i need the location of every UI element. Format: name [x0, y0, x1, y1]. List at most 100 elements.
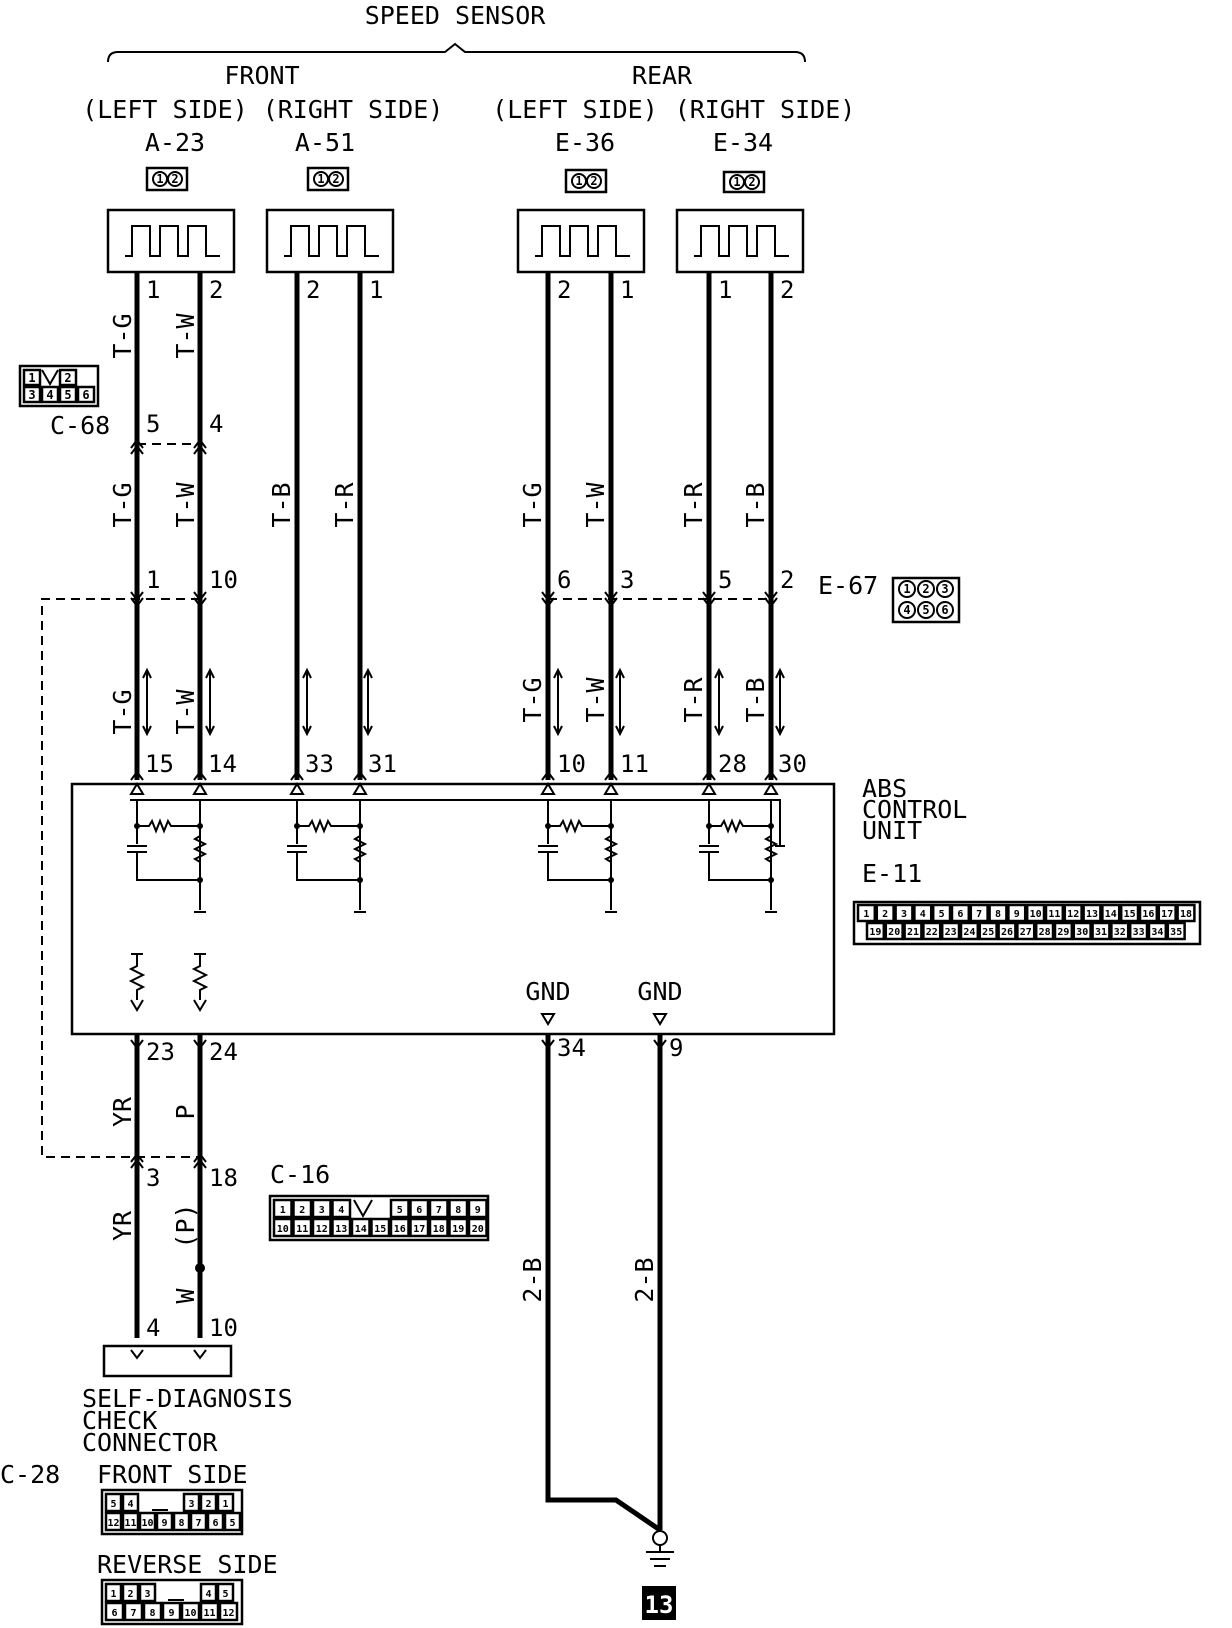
connector-c68-pinout: 1 2 3 4 5 6 [18, 364, 100, 408]
c16-pin3: 3 [146, 1164, 160, 1192]
header-brace [107, 42, 806, 63]
check-pin4: 4 [146, 1314, 160, 1342]
front-junction-pin10: 10 [209, 566, 238, 594]
svg-text:11: 11 [1048, 909, 1060, 920]
svg-text:6: 6 [82, 388, 89, 402]
sensor-a23-side: (LEFT SIDE) [82, 95, 248, 124]
abs-bottom-terminals [130, 1039, 667, 1050]
mid-front-tg: T-G [108, 482, 137, 527]
sensor-e36-side: (LEFT SIDE) [492, 95, 658, 124]
svg-text:9: 9 [1014, 909, 1020, 920]
svg-text:17: 17 [413, 1224, 425, 1235]
a23-pin2: 2 [209, 276, 223, 304]
low-wire-4: T-W [581, 676, 610, 722]
svg-text:29: 29 [1057, 927, 1069, 938]
svg-text:9: 9 [161, 1518, 167, 1529]
connector-c68-id: C-68 [50, 411, 110, 440]
abs-name-line3: UNIT [862, 816, 922, 845]
e67-pin3: 3 [620, 566, 634, 594]
svg-text:1: 1 [317, 172, 324, 186]
low-wire-6: T-B [741, 677, 770, 722]
e67-pin5: 5 [718, 566, 732, 594]
gnd-label-2: GND [637, 977, 682, 1006]
sensor-a51-box [265, 208, 395, 274]
c68-pin4: 4 [209, 410, 223, 438]
svg-text:5: 5 [922, 603, 929, 617]
svg-text:3: 3 [144, 1589, 150, 1600]
mid-rear-tb: T-B [741, 482, 770, 527]
svg-text:1: 1 [863, 909, 869, 920]
svg-text:14: 14 [355, 1224, 367, 1235]
svg-text:16: 16 [394, 1224, 406, 1235]
mid-rear-tg: T-G [518, 482, 547, 527]
abs-pin11: 11 [620, 750, 649, 778]
svg-text:5: 5 [939, 909, 945, 920]
svg-text:3: 3 [901, 909, 907, 920]
mid-front-tr: T-R [330, 481, 359, 527]
a51-pin2: 2 [306, 276, 320, 304]
svg-text:28: 28 [1039, 927, 1051, 938]
svg-text:6: 6 [941, 603, 948, 617]
svg-text:11: 11 [124, 1518, 136, 1529]
svg-text:2: 2 [205, 1499, 211, 1510]
sensor-a51-id: A-51 [295, 128, 355, 157]
svg-text:2: 2 [299, 1205, 305, 1216]
abs-pin14: 14 [208, 750, 237, 778]
junction-arrows [130, 591, 778, 608]
svg-text:6: 6 [957, 909, 963, 920]
abs-pin24: 24 [209, 1038, 238, 1066]
svg-text:5: 5 [222, 1589, 228, 1600]
connector-c16-id: C-16 [270, 1160, 330, 1189]
abs-pullup-resistors [128, 953, 209, 1012]
svg-text:4: 4 [920, 909, 926, 920]
sensor-e36-id: E-36 [555, 128, 615, 157]
svg-text:9: 9 [168, 1608, 174, 1619]
svg-text:8: 8 [455, 1205, 461, 1216]
check-pin10: 10 [209, 1314, 238, 1342]
abs-pin10: 10 [557, 750, 586, 778]
check-connector-box [102, 1344, 233, 1378]
a23-pin1: 1 [146, 276, 160, 304]
low-wire-3: T-G [518, 677, 547, 722]
svg-text:2: 2 [590, 174, 597, 188]
wire-p-upper: P [171, 1104, 200, 1119]
svg-text:5: 5 [229, 1518, 235, 1529]
wire-w: W [171, 1288, 200, 1304]
svg-text:21: 21 [907, 927, 919, 938]
svg-text:1: 1 [156, 172, 163, 186]
svg-text:2: 2 [748, 175, 755, 189]
svg-text:25: 25 [982, 927, 994, 938]
svg-text:4: 4 [903, 603, 910, 617]
svg-text:1: 1 [28, 371, 35, 385]
svg-text:32: 32 [1114, 927, 1126, 938]
sensor-e34-id: E-34 [713, 128, 773, 157]
svg-text:3: 3 [941, 582, 948, 596]
wire-2b-right: 2-B [630, 1257, 659, 1302]
abs-input-circuits [130, 799, 785, 847]
svg-text:4: 4 [127, 1499, 133, 1510]
svg-text:6: 6 [111, 1608, 117, 1619]
svg-text:18: 18 [433, 1224, 445, 1235]
svg-text:2: 2 [922, 582, 929, 596]
svg-text:18: 18 [1180, 909, 1192, 920]
svg-text:30: 30 [1076, 927, 1088, 938]
sensor-e34-side: (RIGHT SIDE) [675, 95, 856, 124]
low-wire-2: T-W [171, 688, 200, 734]
svg-text:24: 24 [963, 927, 975, 938]
svg-text:10: 10 [184, 1608, 196, 1619]
svg-text:27: 27 [1020, 927, 1032, 938]
svg-text:2: 2 [64, 371, 71, 385]
svg-text:6: 6 [212, 1518, 218, 1529]
svg-text:2: 2 [127, 1589, 133, 1600]
svg-text:7: 7 [976, 909, 982, 920]
sensor-a51-side: (RIGHT SIDE) [263, 95, 444, 124]
sensor-e34-box [675, 208, 805, 274]
svg-text:5: 5 [64, 388, 71, 402]
abs-pin34: 34 [557, 1034, 586, 1062]
svg-text:11: 11 [296, 1224, 308, 1235]
svg-text:19: 19 [869, 927, 881, 938]
